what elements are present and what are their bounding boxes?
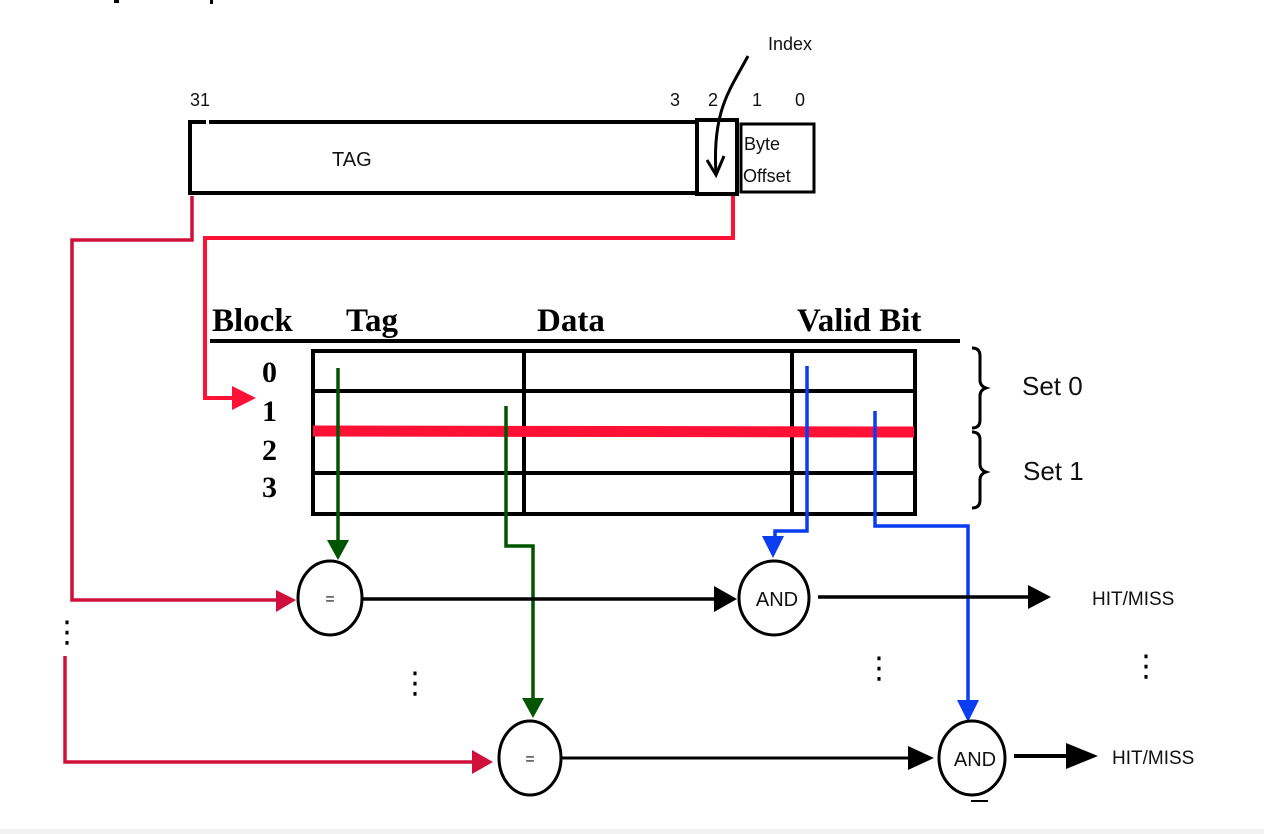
header-valid-bit: Valid Bit bbox=[797, 303, 921, 339]
ellipsis-middle-comparators: ⋮ bbox=[400, 666, 430, 701]
set-0-brace bbox=[971, 346, 991, 430]
tag-compare-arrowhead-1 bbox=[327, 540, 349, 560]
valid-path-1 bbox=[773, 366, 809, 540]
and-gate-1 bbox=[737, 559, 811, 637]
block-number-3: 3 bbox=[262, 471, 277, 504]
tag-field bbox=[188, 120, 699, 195]
index-arrowhead bbox=[232, 386, 256, 410]
comparator-row-1: = AND HIT/MISS bbox=[296, 559, 1174, 637]
tag-path-to-comparator-1 bbox=[70, 196, 282, 602]
tag-routing: ⋮ bbox=[52, 196, 493, 774]
output-arrowhead-1 bbox=[1028, 585, 1051, 609]
ellipsis-middle-output: ⋮ bbox=[1131, 649, 1161, 684]
index-field bbox=[695, 118, 739, 196]
set-boundary-highlight bbox=[312, 425, 915, 438]
bit-label-31: 31 bbox=[190, 90, 210, 110]
cache-table: Block Tag Data Valid Bit 0 1 2 3 Set 0 S… bbox=[210, 303, 1084, 516]
set-1-label: Set 1 bbox=[1023, 456, 1084, 486]
header-tag: Tag bbox=[346, 303, 398, 339]
address-word: 31 3 2 1 0 TAG Byte Offset Index bbox=[188, 34, 816, 196]
valid-arrowhead-2 bbox=[957, 700, 979, 722]
block-number-2: 2 bbox=[262, 434, 277, 467]
tag-compare-path-2 bbox=[504, 406, 535, 702]
tag-field-gap bbox=[206, 119, 209, 124]
index-path bbox=[203, 196, 735, 400]
tag-compare-paths bbox=[327, 368, 544, 718]
header-data: Data bbox=[537, 303, 605, 339]
and-gate-2-label: AND bbox=[954, 749, 996, 771]
valid-bit-paths bbox=[762, 366, 979, 722]
title-fragment bbox=[114, 0, 119, 3]
ellipsis-left: ⋮ bbox=[52, 615, 82, 650]
header-block: Block bbox=[212, 303, 293, 339]
bit-label-1: 1 bbox=[752, 90, 762, 110]
tag-compare-arrowhead-2 bbox=[522, 698, 544, 718]
set-0-label: Set 0 bbox=[1022, 371, 1083, 401]
tag-arrowhead-1 bbox=[276, 590, 296, 612]
equality-symbol-1: = bbox=[325, 591, 334, 608]
ellipsis-middle-and: ⋮ bbox=[864, 651, 894, 686]
and-gate-1-label: AND bbox=[756, 589, 798, 611]
bit-label-0: 0 bbox=[795, 90, 805, 110]
bit-label-3: 3 bbox=[670, 90, 680, 110]
set-1-brace bbox=[971, 430, 991, 510]
compare-to-and-arrowhead-2 bbox=[908, 746, 934, 770]
comparator-row-2: = AND HIT/MISS bbox=[497, 719, 1194, 802]
tag-path-to-comparator-2 bbox=[63, 656, 476, 764]
equality-symbol-2: = bbox=[525, 751, 534, 768]
output-arrowhead-2 bbox=[1066, 743, 1098, 769]
index-label: Index bbox=[768, 34, 812, 54]
title-fragment bbox=[210, 0, 213, 4]
tag-field-label: TAG bbox=[332, 149, 372, 171]
hit-miss-output-1: HIT/MISS bbox=[1092, 589, 1174, 610]
valid-arrowhead-1 bbox=[762, 536, 784, 558]
bottom-edge bbox=[0, 829, 1264, 834]
byte-offset-label-line1: Byte bbox=[744, 134, 780, 154]
block-number-1: 1 bbox=[262, 395, 277, 428]
hit-miss-output-2: HIT/MISS bbox=[1112, 748, 1194, 769]
index-pointer-arrowhead bbox=[705, 155, 726, 179]
valid-path-2 bbox=[873, 411, 970, 702]
byte-offset-field bbox=[739, 122, 816, 194]
bit-label-2: 2 bbox=[708, 90, 718, 110]
byte-offset-label-line2: Offset bbox=[743, 166, 791, 186]
tag-arrowhead-2 bbox=[472, 750, 493, 774]
compare-to-and-arrowhead-1 bbox=[714, 586, 737, 612]
and-gate-2 bbox=[937, 719, 1007, 797]
block-number-0: 0 bbox=[262, 356, 277, 389]
index-pointer-arrow bbox=[713, 55, 750, 176]
index-routing bbox=[203, 196, 735, 410]
